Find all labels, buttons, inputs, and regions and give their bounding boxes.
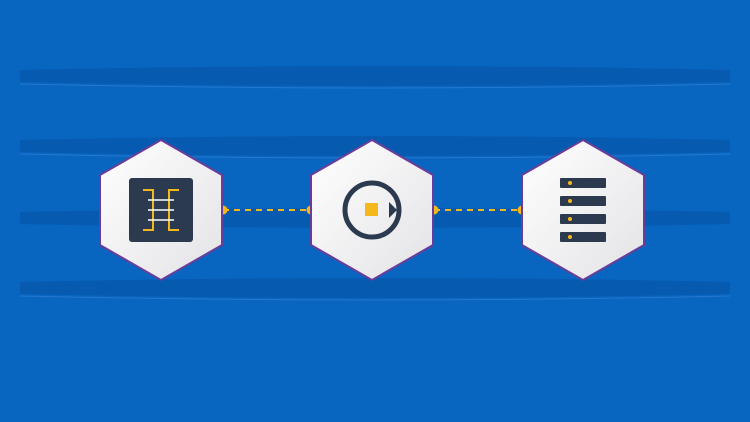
node-record xyxy=(310,138,434,282)
stop-record-icon xyxy=(342,180,402,240)
node-server xyxy=(521,138,645,282)
server-stack-icon xyxy=(560,178,606,242)
node-circuit xyxy=(99,138,223,282)
circuit-chip-icon xyxy=(129,178,193,242)
